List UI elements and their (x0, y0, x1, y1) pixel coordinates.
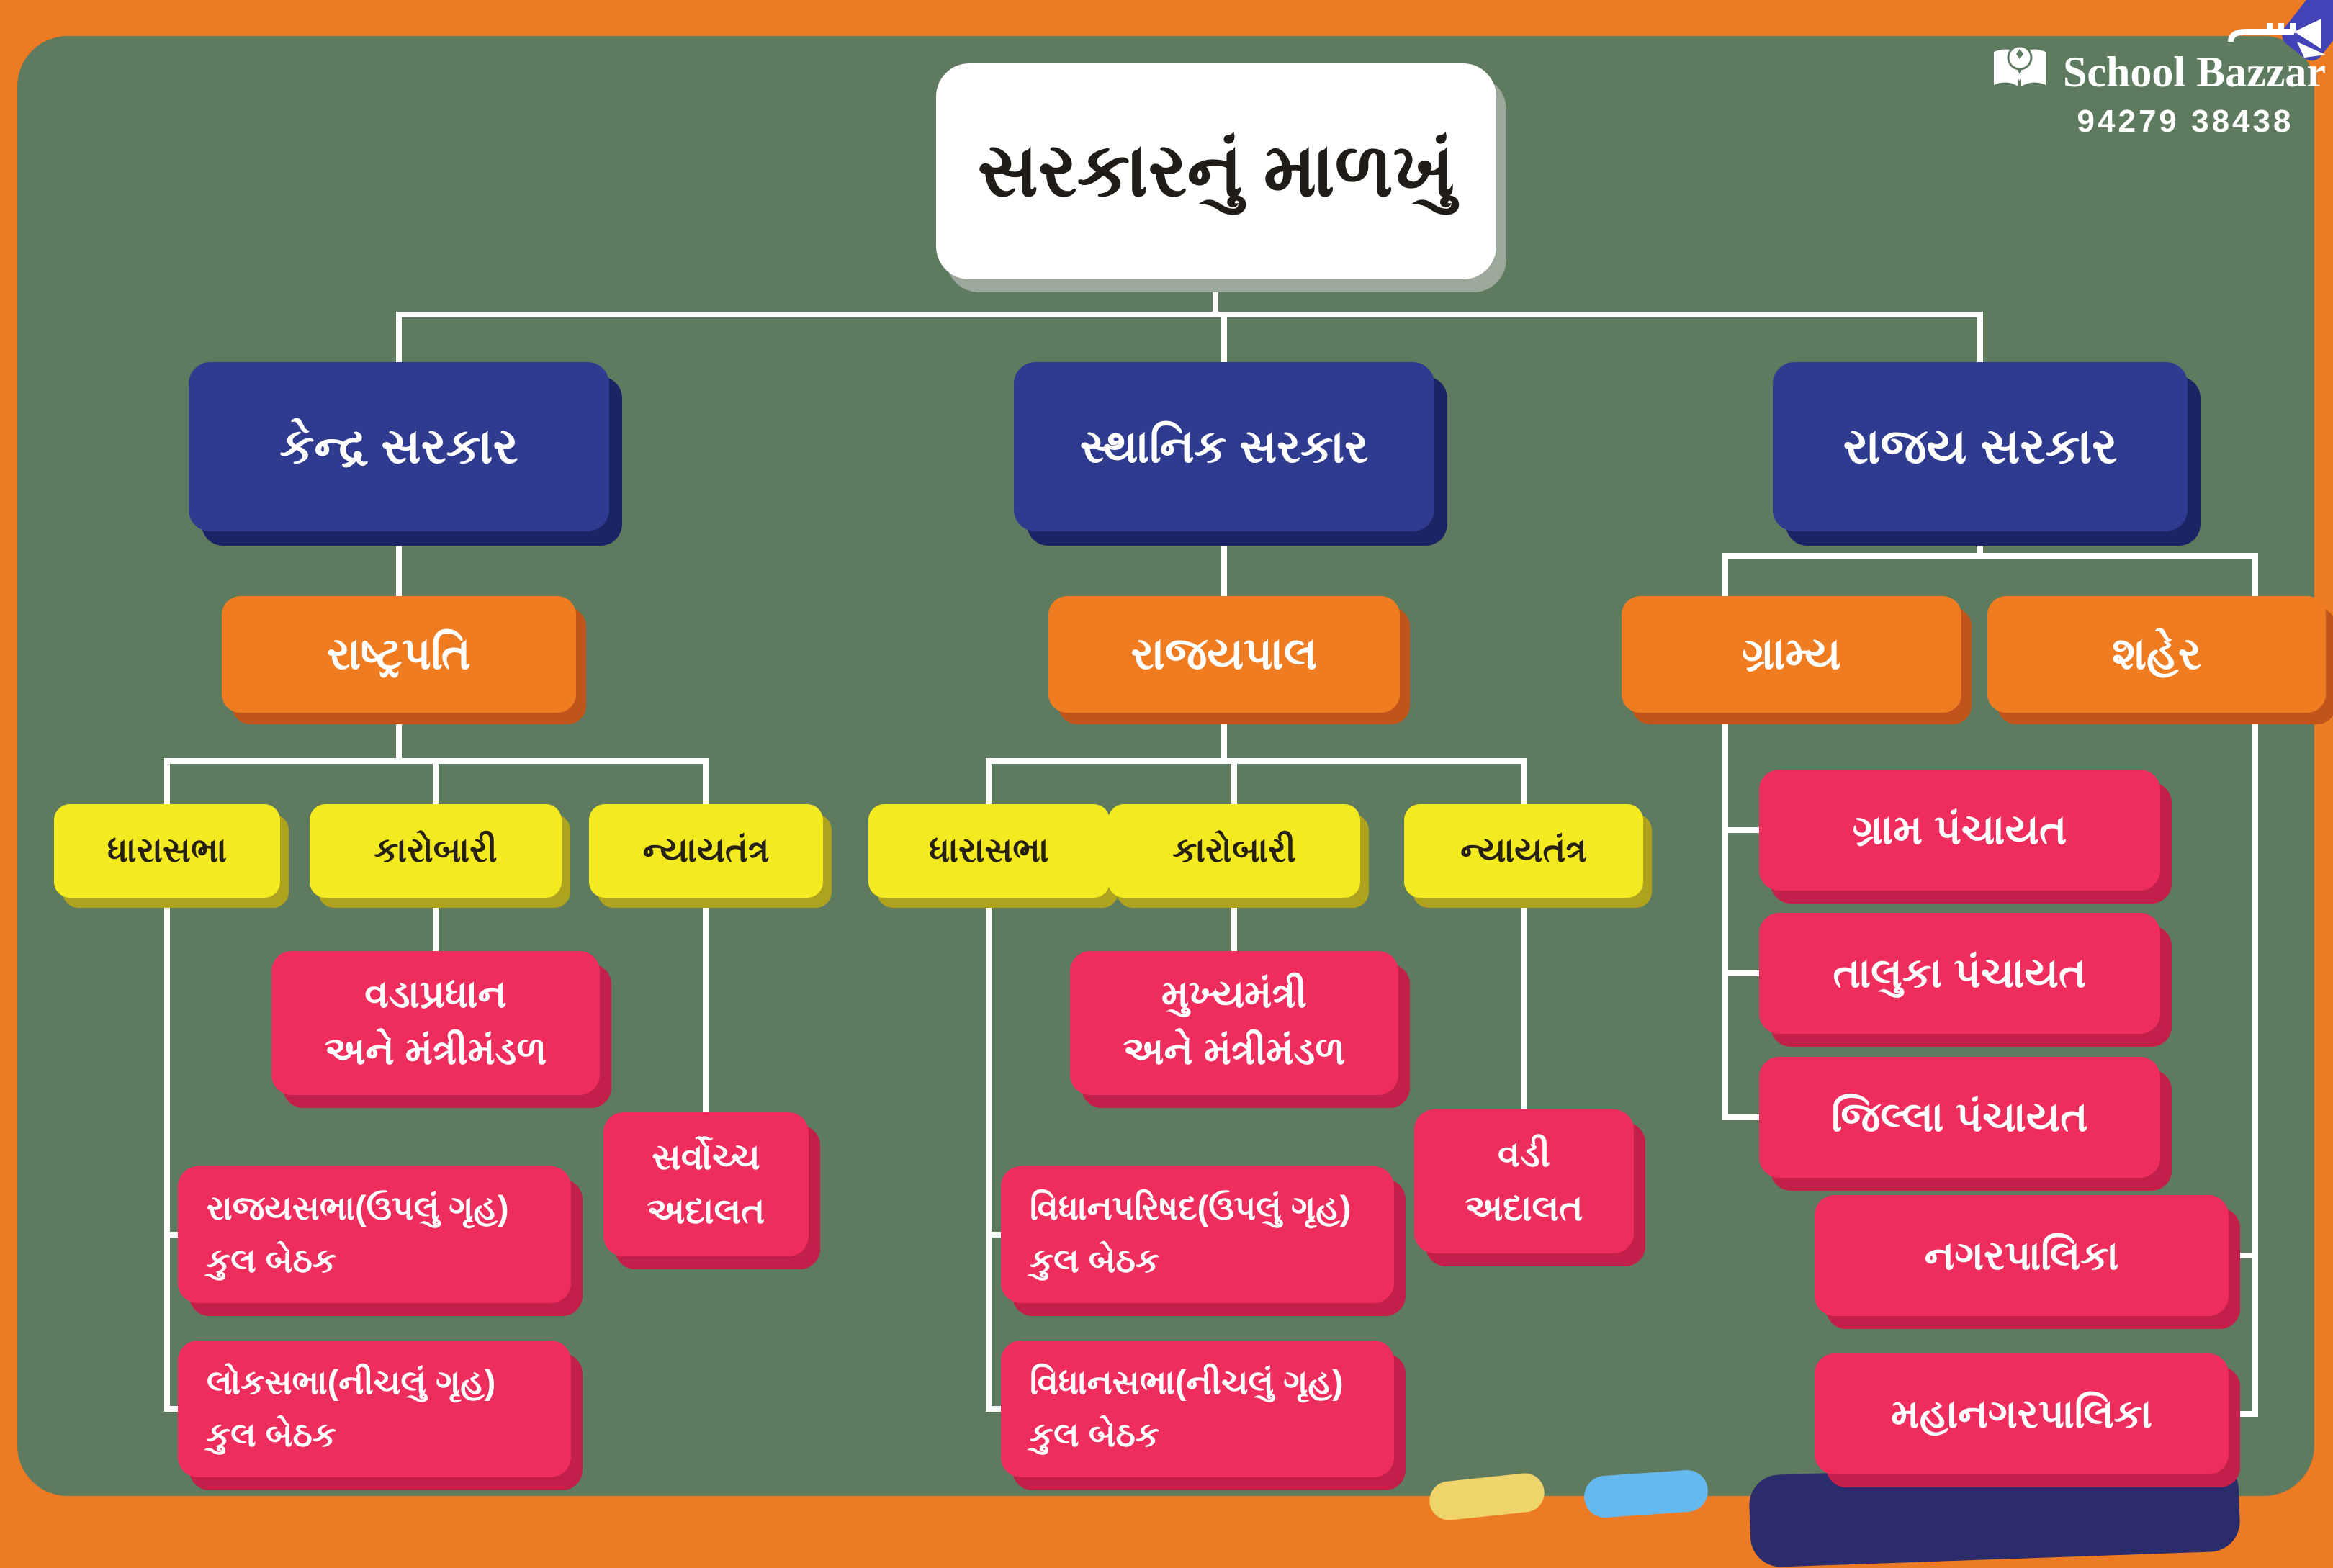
connector (1231, 898, 1237, 951)
pm-cabinet-line1: વડાપ્રધાન (364, 973, 507, 1016)
node-central-government: કેન્દ્ર સરકાર (189, 362, 609, 531)
node-legislature-central: ધારાસભા (54, 804, 280, 898)
connector (2229, 1253, 2258, 1258)
connector (1722, 970, 1759, 976)
connector (396, 312, 402, 364)
connector (396, 713, 402, 761)
node-cm-cabinet: મુખ્યમંત્રી અને મંત્રીમંડળ (1070, 951, 1398, 1095)
node-pm-cabinet: વડાપ્રધાન અને મંત્રીમંડળ (271, 951, 600, 1095)
rajyasabha-line1: રાજયસભા(ઉપલું ગૃહ) (207, 1189, 509, 1227)
connector (703, 758, 709, 804)
blue-chalk (1583, 1469, 1709, 1519)
connector (986, 898, 992, 1410)
node-legislature-state: ધારાસભા (868, 804, 1110, 898)
node-high-court: વડી અદાલત (1414, 1109, 1634, 1253)
connector (1213, 279, 1218, 317)
connector (1722, 553, 1728, 596)
node-nagarpalika: નગરપાલિકા (1815, 1195, 2229, 1316)
node-vidhansabha: વિધાનસભા(નીચલું ગૃહ) કુલ બેઠક (1001, 1341, 1394, 1477)
connector (986, 758, 1527, 764)
connector (1977, 531, 1983, 556)
connector (1221, 531, 1227, 596)
node-mahanagarpalika: મહાનગરપાલિકા (1815, 1353, 2229, 1474)
connector (986, 758, 992, 804)
high-court-line2: અદાલત (1465, 1188, 1583, 1228)
connector (986, 1232, 1007, 1238)
node-jilla-panchayat: જિલ્લા પંચાયત (1759, 1057, 2160, 1178)
connector (164, 1232, 184, 1238)
connector (1521, 898, 1527, 1109)
cm-cabinet-line2: અને મંત્રીમંડળ (1123, 1029, 1346, 1073)
node-governor: રાજયપાલ (1048, 596, 1400, 713)
rajyasabha-line2: કુલ બેઠક (207, 1241, 337, 1279)
node-gram-panchayat: ગ્રામ પંચાયત (1759, 770, 2160, 891)
node-taluka-panchayat: તાલુકા પંચાયત (1759, 913, 2160, 1034)
vidhansabha-line1: વિધાનસભા(નીચલું ગૃહ) (1030, 1363, 1344, 1401)
loksabha-line1: લોકસભા(નીચલું ગૃહ) (207, 1363, 496, 1401)
connector (1221, 713, 1227, 761)
connector (1722, 553, 2258, 559)
connector (433, 898, 439, 951)
cm-cabinet-line1: મુખ્યમંત્રી (1161, 973, 1307, 1016)
vidhanparishad-line2: કુલ બેઠક (1030, 1241, 1160, 1279)
connector (1977, 312, 1983, 364)
connector (1521, 758, 1527, 804)
node-executive-central: કારોબારી (310, 804, 562, 898)
vidhansabha-line2: કુલ બેઠક (1030, 1415, 1160, 1454)
node-urban: શહેર (1987, 596, 2326, 713)
connector (1722, 1114, 1759, 1120)
connector (396, 531, 402, 596)
connector (164, 758, 170, 804)
node-president: રાષ્ટ્રપતિ (222, 596, 576, 713)
trumpet-icon (2228, 19, 2326, 58)
eraser (1748, 1459, 2242, 1568)
pm-cabinet-line2: અને મંત્રીમંડળ (324, 1029, 547, 1073)
node-supreme-court: સર્વોચ્ચ અદાલત (603, 1112, 809, 1256)
connector (1722, 827, 1759, 833)
node-rural: ગ્રામ્ય (1622, 596, 1961, 713)
node-judiciary-state: ન્યાયતંત્ર (1404, 804, 1643, 898)
connector (1231, 758, 1237, 804)
node-executive-state: કારોબારી (1108, 804, 1360, 898)
connector (2252, 713, 2258, 1417)
high-court-line1: વડી (1498, 1134, 1550, 1174)
node-rajyasabha: રાજયસભા(ઉપલું ગૃહ) કુલ બેઠક (178, 1166, 571, 1303)
supreme-court-line1: સર્વોચ્ચ (652, 1137, 760, 1177)
connector (986, 1406, 1007, 1412)
connector (396, 312, 1983, 317)
page-title: સરકારનું માળખું (936, 63, 1496, 279)
supreme-court-line2: અદાલત (647, 1191, 765, 1231)
loksabha-line2: કુલ બેઠક (207, 1415, 337, 1454)
connector (1722, 713, 1728, 1117)
connector (2252, 553, 2258, 596)
connector (164, 1406, 184, 1412)
node-loksabha: લોકસભા(નીચલું ગૃહ) કુલ બેઠક (178, 1341, 571, 1477)
node-local-government: સ્થાનિક સરકાર (1014, 362, 1434, 531)
vidhanparishad-line1: વિધાનપરિષદ(ઉપલું ગૃહ) (1030, 1189, 1352, 1227)
brand-phone: 94279 38438 (2077, 104, 2294, 139)
connector (164, 898, 170, 1410)
brand-logo: School Bazzar 94279 38438 (1937, 19, 2326, 140)
node-vidhanparishad: વિધાનપરિષદ(ઉપલું ગૃહ) કુલ બેઠક (1001, 1166, 1394, 1303)
connector (433, 758, 439, 804)
node-state-government: રાજય સરકાર (1773, 362, 2188, 531)
book-icon (1994, 45, 2046, 86)
connector (703, 898, 709, 1112)
brand-name: School Bazzar (2063, 48, 2326, 96)
node-judiciary-central: ન્યાયતંત્ર (589, 804, 823, 898)
connector (2229, 1411, 2258, 1417)
connector (1221, 312, 1227, 364)
